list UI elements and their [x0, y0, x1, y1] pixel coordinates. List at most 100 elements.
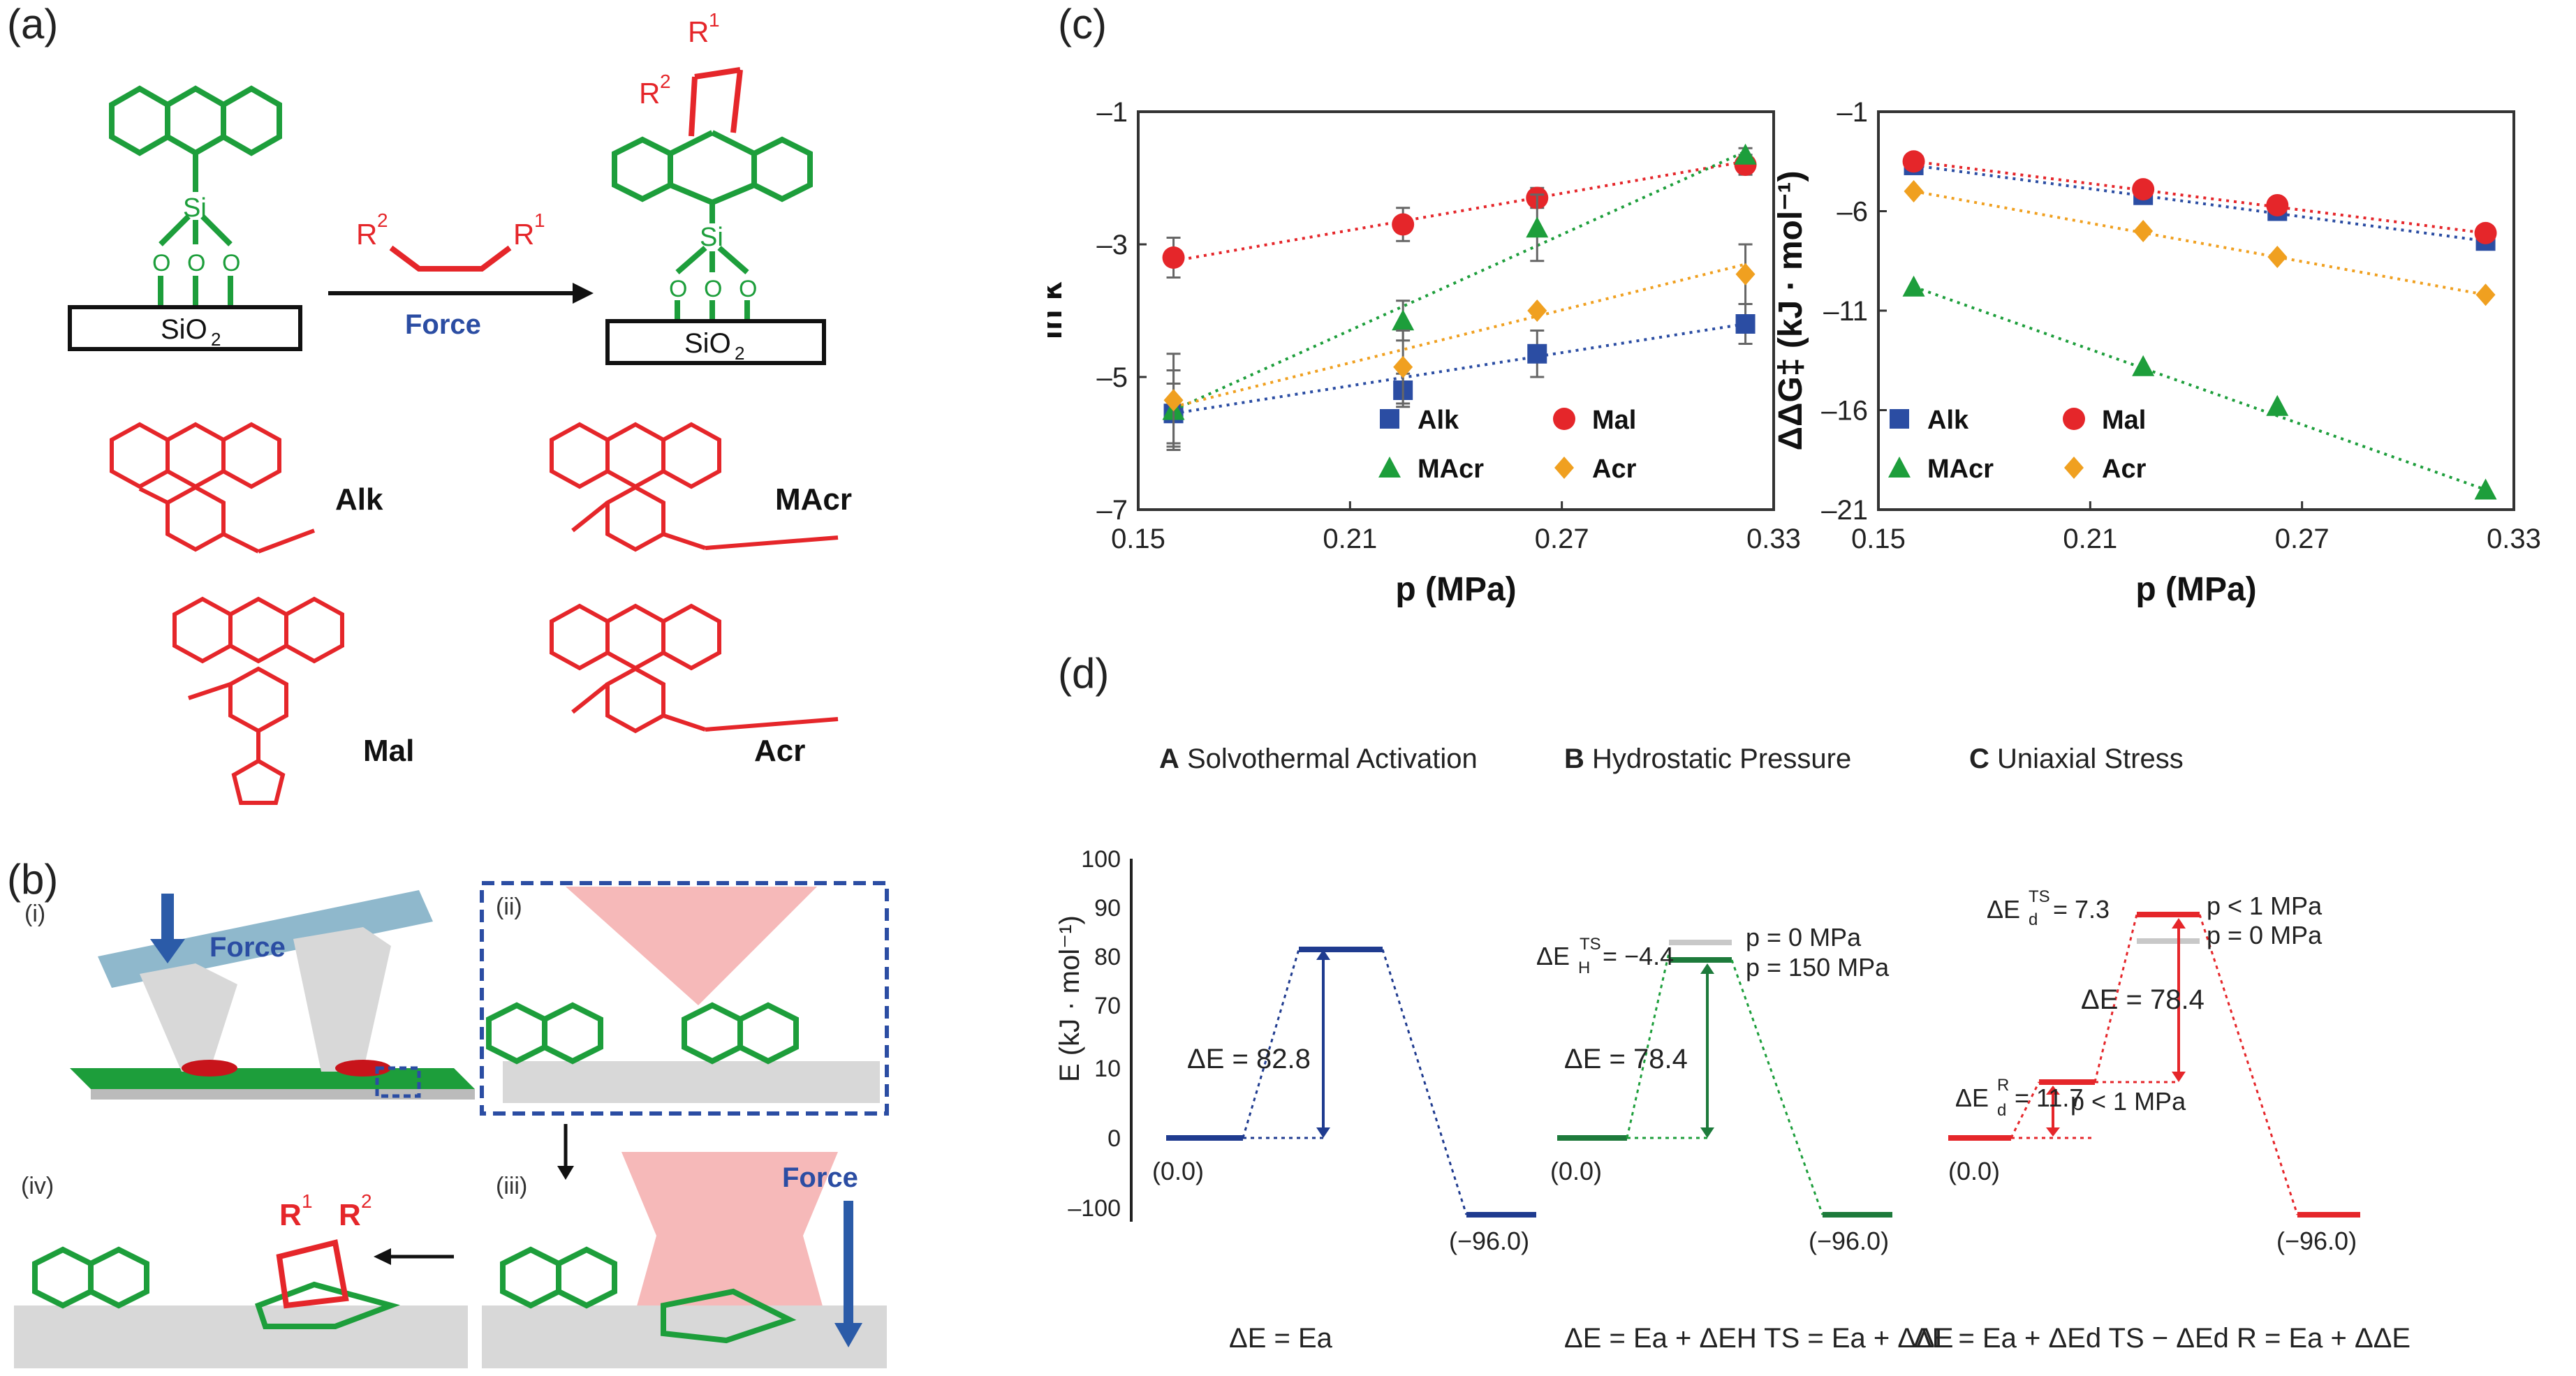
- svg-text:A: A: [1159, 744, 1179, 774]
- fit-line-MAcr: [1172, 150, 1746, 412]
- svg-text:80: 80: [1094, 944, 1121, 970]
- x-tick-label: 0.33: [1746, 524, 1801, 554]
- y-tick-label: –6: [1837, 197, 1869, 228]
- si-label-left: Si: [183, 193, 207, 223]
- y-tick-label: –1: [1097, 97, 1128, 128]
- panel-label-d: (d): [1058, 650, 1110, 697]
- svg-text:(−96.0): (−96.0): [2276, 1227, 2357, 1255]
- svg-text:(iii): (iii): [496, 1173, 527, 1199]
- fit-line-Alk: [1173, 323, 1746, 415]
- x-tick-label: 0.21: [2063, 524, 2117, 554]
- svg-text:TS: TS: [2029, 887, 2050, 906]
- panel-b-schematic: (i) Force (ii) (iii) Force (iv) R 1 R 2: [14, 881, 889, 1368]
- fit-line-MAcr: [1913, 285, 2487, 491]
- legend-label-Mal: Mal: [1592, 406, 1636, 435]
- anthracene-left: [109, 85, 282, 307]
- svg-text:2: 2: [361, 1190, 372, 1212]
- panel-label-a: (a): [7, 1, 59, 47]
- x-tick-label: 0.21: [1323, 524, 1377, 554]
- svg-text:p = 150 MPa: p = 150 MPa: [1746, 953, 1890, 982]
- dye-macr: [550, 422, 839, 552]
- point-MAcr: [1392, 309, 1415, 331]
- panel-c-charts: 0.150.210.270.33–7–5–3–1p (MPa)ln kAlkMa…: [1047, 97, 2541, 608]
- svg-text:O: O: [152, 250, 170, 276]
- svg-text:= 7.3: = 7.3: [2053, 895, 2110, 924]
- dye-name-acr: Acr: [754, 734, 805, 768]
- x-tick-label: 0.33: [2487, 524, 2541, 554]
- x-tick-label: 0.27: [2275, 524, 2330, 554]
- svg-text:(−96.0): (−96.0): [1809, 1227, 1889, 1255]
- svg-text:ΔE = Ea: ΔE = Ea: [1229, 1323, 1333, 1354]
- point-MAcr: [1902, 275, 1925, 297]
- svg-text:90: 90: [1094, 895, 1121, 922]
- svg-text:ΔE = 82.8: ΔE = 82.8: [1187, 1044, 1311, 1074]
- fit-line-Acr: [1913, 190, 2486, 297]
- point-Mal: [1902, 150, 1925, 173]
- svg-text:R: R: [356, 218, 377, 251]
- point-Mal: [2474, 221, 2497, 244]
- legend-label-Mal: Mal: [2102, 406, 2146, 435]
- point-Acr: [1527, 299, 1547, 322]
- svg-text:ΔE = 78.4: ΔE = 78.4: [2081, 984, 2205, 1015]
- title-solvothermal: Solvothermal Activation: [1187, 744, 1478, 774]
- x-tick-label: 0.15: [1851, 524, 1906, 554]
- point-Acr: [1393, 355, 1413, 378]
- legend-label-MAcr: MAcr: [1418, 454, 1484, 484]
- svg-text:100: 100: [1081, 846, 1121, 873]
- point-Mal: [2132, 178, 2155, 201]
- svg-text:R: R: [688, 15, 709, 48]
- svg-text:O: O: [222, 250, 240, 276]
- svg-text:2: 2: [660, 71, 671, 92]
- x-axis-label: p (MPa): [2135, 571, 2256, 608]
- legend-marker-MAcr: [1378, 457, 1401, 478]
- y-tick-label: –3: [1097, 230, 1128, 260]
- force-label-a: Force: [405, 309, 481, 340]
- svg-text:TS: TS: [1580, 935, 1601, 954]
- panel-a-schematic: Si O O O SiO 2 R 2 R 1 Force R 1 R 2 Si …: [68, 9, 852, 805]
- svg-text:R: R: [279, 1198, 302, 1232]
- point-MAcr: [2266, 394, 2289, 416]
- panel-d-energy-diagram: A Solvothermal Activation B Hydrostatic …: [1054, 744, 2411, 1354]
- svg-text:R: R: [513, 218, 534, 251]
- svg-text:(−96.0): (−96.0): [1449, 1227, 1529, 1255]
- svg-text:ΔE = Ea + ΔEH TS = Ea + ΔΔE: ΔE = Ea + ΔEH TS = Ea + ΔΔE: [1564, 1323, 1954, 1354]
- svg-text:p = 0 MPa: p = 0 MPa: [1746, 923, 1862, 952]
- svg-text:= −4.4: = −4.4: [1603, 942, 1674, 970]
- svg-text:d: d: [2029, 910, 2038, 929]
- svg-text:R: R: [339, 1198, 361, 1232]
- svg-text:2: 2: [211, 329, 221, 350]
- y-tick-label: –1: [1837, 97, 1869, 128]
- chart-frame-1: [1877, 110, 2515, 511]
- point-MAcr: [1734, 143, 1757, 165]
- sio2-surface-right: [605, 319, 826, 365]
- y-tick-label: –11: [1823, 296, 1868, 327]
- svg-text:d: d: [1997, 1101, 2006, 1120]
- point-Mal: [2266, 193, 2289, 216]
- point-MAcr: [1526, 216, 1549, 238]
- point-Acr: [2475, 283, 2496, 306]
- svg-text:(ii): (ii): [496, 894, 522, 920]
- point-Mal: [1162, 246, 1185, 269]
- adduct-right: [612, 130, 813, 321]
- dye-name-mal: Mal: [363, 734, 414, 768]
- scenario-c: ΔE d TS = 7.3 p < 1 MPa p = 0 MPa ΔE = 7…: [1913, 887, 2411, 1354]
- x-tick-label: 0.15: [1111, 524, 1165, 554]
- svg-text:10: 10: [1094, 1056, 1121, 1082]
- svg-text:ΔE = 78.4: ΔE = 78.4: [1564, 1044, 1688, 1074]
- svg-text:(i): (i): [24, 901, 45, 927]
- fit-line-Mal: [1913, 160, 2486, 235]
- sio2-label-left: SiO: [161, 314, 207, 345]
- dye-name-alk: Alk: [335, 482, 383, 517]
- y-tick-label: –21: [1821, 495, 1868, 526]
- zoom-box-ii: [480, 881, 889, 1116]
- legend-marker-Mal: [1553, 408, 1575, 430]
- legend-label-Alk: Alk: [1418, 406, 1459, 435]
- svg-text:ΔE: ΔE: [1955, 1083, 1989, 1112]
- y-tick-label: –7: [1097, 495, 1128, 526]
- legend-label-Acr: Acr: [2102, 454, 2147, 484]
- point-Acr: [1163, 389, 1184, 412]
- svg-text:0: 0: [1107, 1125, 1121, 1152]
- x-axis-label: p (MPa): [1395, 571, 1516, 608]
- svg-text:1: 1: [709, 9, 720, 31]
- chart-frame-0: [1137, 110, 1775, 511]
